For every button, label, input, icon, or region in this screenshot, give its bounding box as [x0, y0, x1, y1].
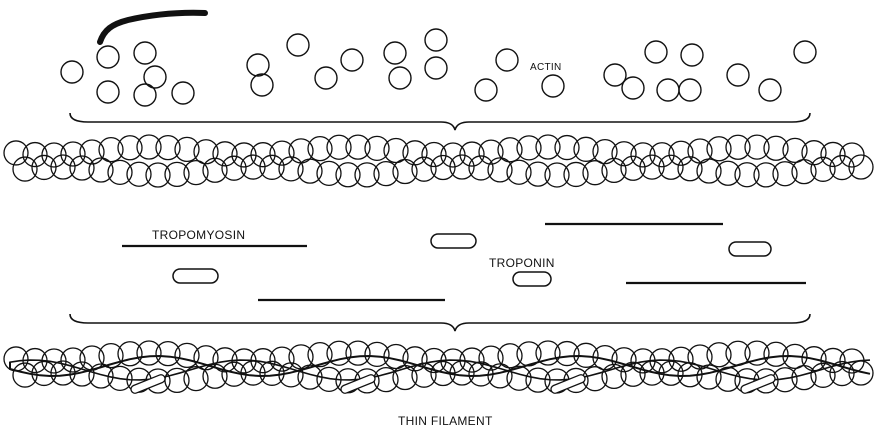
- actin-subunit-upper: [745, 135, 769, 159]
- actin-monomer: [247, 54, 269, 76]
- troponin-label: TROPONIN: [489, 256, 555, 270]
- actin-subunit-upper: [213, 142, 237, 166]
- actin-subunit-upper: [536, 135, 560, 159]
- actin-subunit-upper: [137, 135, 161, 159]
- troponin-bound: [130, 374, 166, 395]
- actin-monomer: [287, 34, 309, 56]
- actin-subunit-upper: [137, 341, 161, 365]
- actin-monomer: [645, 41, 667, 63]
- tropomyosin-label: TROPOMYOSIN: [152, 228, 245, 242]
- actin-subunit-lower: [754, 163, 778, 187]
- actin-monomer: [251, 74, 273, 96]
- actin-monomer: [97, 46, 119, 68]
- troponin-bound: [340, 374, 376, 395]
- troponin-capsule: [173, 269, 218, 283]
- actin-monomer: [97, 81, 119, 103]
- thin-filament-label: THIN FILAMENT: [398, 414, 493, 428]
- actin-monomer-group: [61, 29, 816, 106]
- actin-monomer: [759, 79, 781, 101]
- actin-subunit-upper: [726, 135, 750, 159]
- actin-double-helix: [4, 135, 873, 187]
- top-brace: [70, 113, 810, 130]
- actin-subunit-upper: [118, 136, 142, 160]
- troponin-capsule: [431, 234, 476, 248]
- pen-scribble-mark: [100, 13, 205, 42]
- actin-subunit-lower: [317, 161, 341, 185]
- actin-monomer: [134, 42, 156, 64]
- actin-monomer: [496, 49, 518, 71]
- actin-subunit-lower: [355, 163, 379, 187]
- actin-monomer: [341, 49, 363, 71]
- actin-subunit-upper: [346, 341, 370, 365]
- actin-subunit-lower: [716, 161, 740, 185]
- actin-subunit-lower: [735, 163, 759, 187]
- actin-monomer: [794, 41, 816, 63]
- bottom-brace: [70, 314, 810, 331]
- actin-subunit-lower: [526, 162, 550, 186]
- actin-monomer: [384, 42, 406, 64]
- actin-monomer: [172, 82, 194, 104]
- actin-monomer: [61, 61, 83, 83]
- actin-monomer: [622, 77, 644, 99]
- actin-subunit-lower: [146, 163, 170, 187]
- actin-label: ACTIN: [530, 62, 562, 73]
- actin-monomer: [679, 79, 701, 101]
- actin-subunit-upper: [612, 142, 636, 166]
- actin-monomer: [134, 84, 156, 106]
- actin-monomer: [475, 79, 497, 101]
- troponin-capsule-group: [173, 234, 771, 286]
- actin-subunit-lower: [830, 156, 854, 180]
- brace-path: [70, 314, 810, 331]
- actin-monomer: [727, 64, 749, 86]
- actin-subunit-upper: [308, 137, 332, 161]
- thin-filament-assembly: [4, 341, 873, 394]
- actin-subunit-lower: [222, 156, 246, 180]
- actin-monomer: [681, 44, 703, 66]
- troponin-capsule: [729, 242, 771, 256]
- actin-subunit-upper: [707, 137, 731, 161]
- actin-monomer: [542, 75, 564, 97]
- actin-subunit-upper: [517, 136, 541, 160]
- actin-monomer: [425, 57, 447, 79]
- actin-monomer: [315, 67, 337, 89]
- actin-subunit-lower: [336, 163, 360, 187]
- brace-path: [70, 113, 810, 130]
- actin-subunit-upper: [346, 135, 370, 159]
- actin-subunit-upper: [707, 343, 731, 367]
- actin-subunit-lower: [545, 163, 569, 187]
- actin-monomer: [657, 79, 679, 101]
- actin-subunit-lower: [621, 156, 645, 180]
- actin-subunit-upper: [327, 135, 351, 159]
- pen-scribble-stroke: [100, 13, 205, 42]
- troponin-capsule: [513, 272, 551, 286]
- actin-monomer: [389, 67, 411, 89]
- actin-subunit-lower: [127, 162, 151, 186]
- actin-subunit-lower: [830, 362, 854, 386]
- actin-monomer: [425, 29, 447, 51]
